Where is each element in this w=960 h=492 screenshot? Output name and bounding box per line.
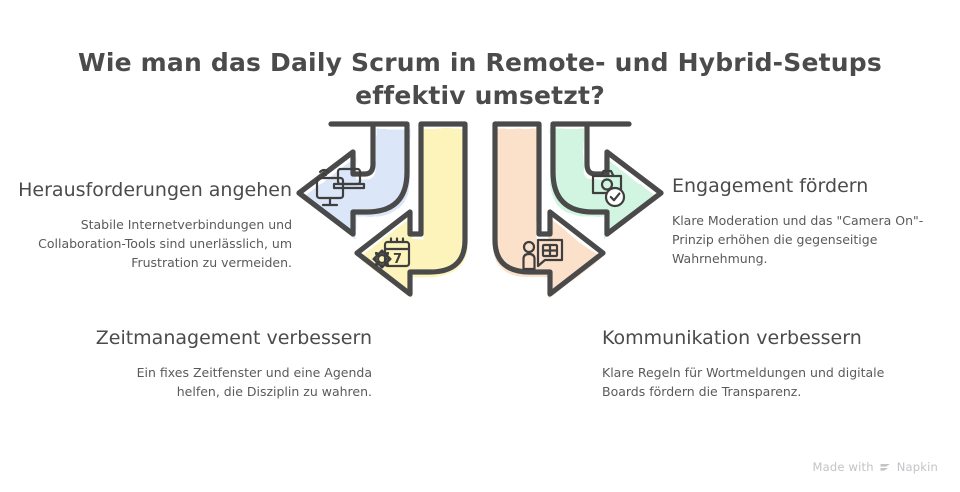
camera-check-icon [591,169,626,208]
block-time-heading: Zeitmanagement verbessern [95,327,372,349]
watermark-text-before: Made with [812,460,874,474]
watermark-text-after: Napkin [896,460,938,474]
made-with-napkin-watermark[interactable]: Made with Napkin [813,460,939,474]
block-engagement: Engagement fördern Klare Moderation und … [672,174,958,269]
page-title: Wie man das Daily Scrum in Remote- und H… [78,48,882,110]
arrow-challenges-outline [296,121,410,237]
block-challenges-heading: Herausforderungen angehen [18,179,292,201]
block-time: Zeitmanagement verbessern Ein fixes Zeit… [94,326,372,401]
monitor-wifi-laptop-icon [315,167,366,207]
four-arrow-diagram: 7 [296,121,664,299]
block-engagement-heading: Engagement fördern [672,175,869,197]
block-challenges-body: Stabile Internetverbindungen und Collabo… [38,216,292,271]
arrow-engagement[interactable] [550,121,664,239]
block-communication-heading: Kommunikation verbessern [602,327,862,349]
calendar-gear-icon: 7 [372,237,411,269]
arrow-communication[interactable] [492,121,606,299]
arrow-time[interactable]: 7 [354,121,468,299]
block-challenges: Herausforderungen angehen Stabile Intern… [14,178,292,273]
arrow-engagement-outline [550,121,664,237]
block-communication: Kommunikation verbessern Klare Regeln fü… [602,326,888,401]
arrow-challenges[interactable] [296,121,410,239]
svg-text:7: 7 [393,252,402,267]
arrow-communication-outline [492,121,606,297]
arrow-time-outline [354,121,468,297]
block-communication-body: Klare Regeln für Wortmeldungen und digit… [602,364,885,400]
person-speech-board-icon [522,238,564,271]
block-time-body: Ein fixes Zeitfenster und eine Agenda he… [136,364,372,400]
napkin-logo-icon [880,463,890,471]
arrow-communication-fill [493,129,601,299]
block-engagement-body: Klare Moderation und das "Camera On"-Pri… [672,212,924,267]
